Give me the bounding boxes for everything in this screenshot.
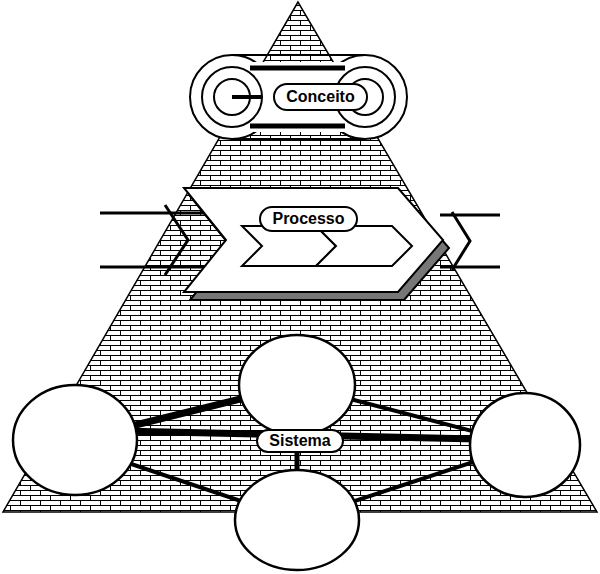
process-label: Processo [259, 206, 358, 232]
concept-label: Conceito [273, 83, 368, 111]
system-label: Sistema [256, 429, 344, 453]
process-chevron [100, 188, 500, 300]
node-label: Sistema [269, 433, 330, 449]
system-network [13, 335, 580, 570]
brick-pyramid [3, 2, 597, 512]
node-label: Processo [272, 211, 344, 227]
concept-rings [190, 55, 407, 139]
node-label: Conceito [286, 89, 354, 105]
